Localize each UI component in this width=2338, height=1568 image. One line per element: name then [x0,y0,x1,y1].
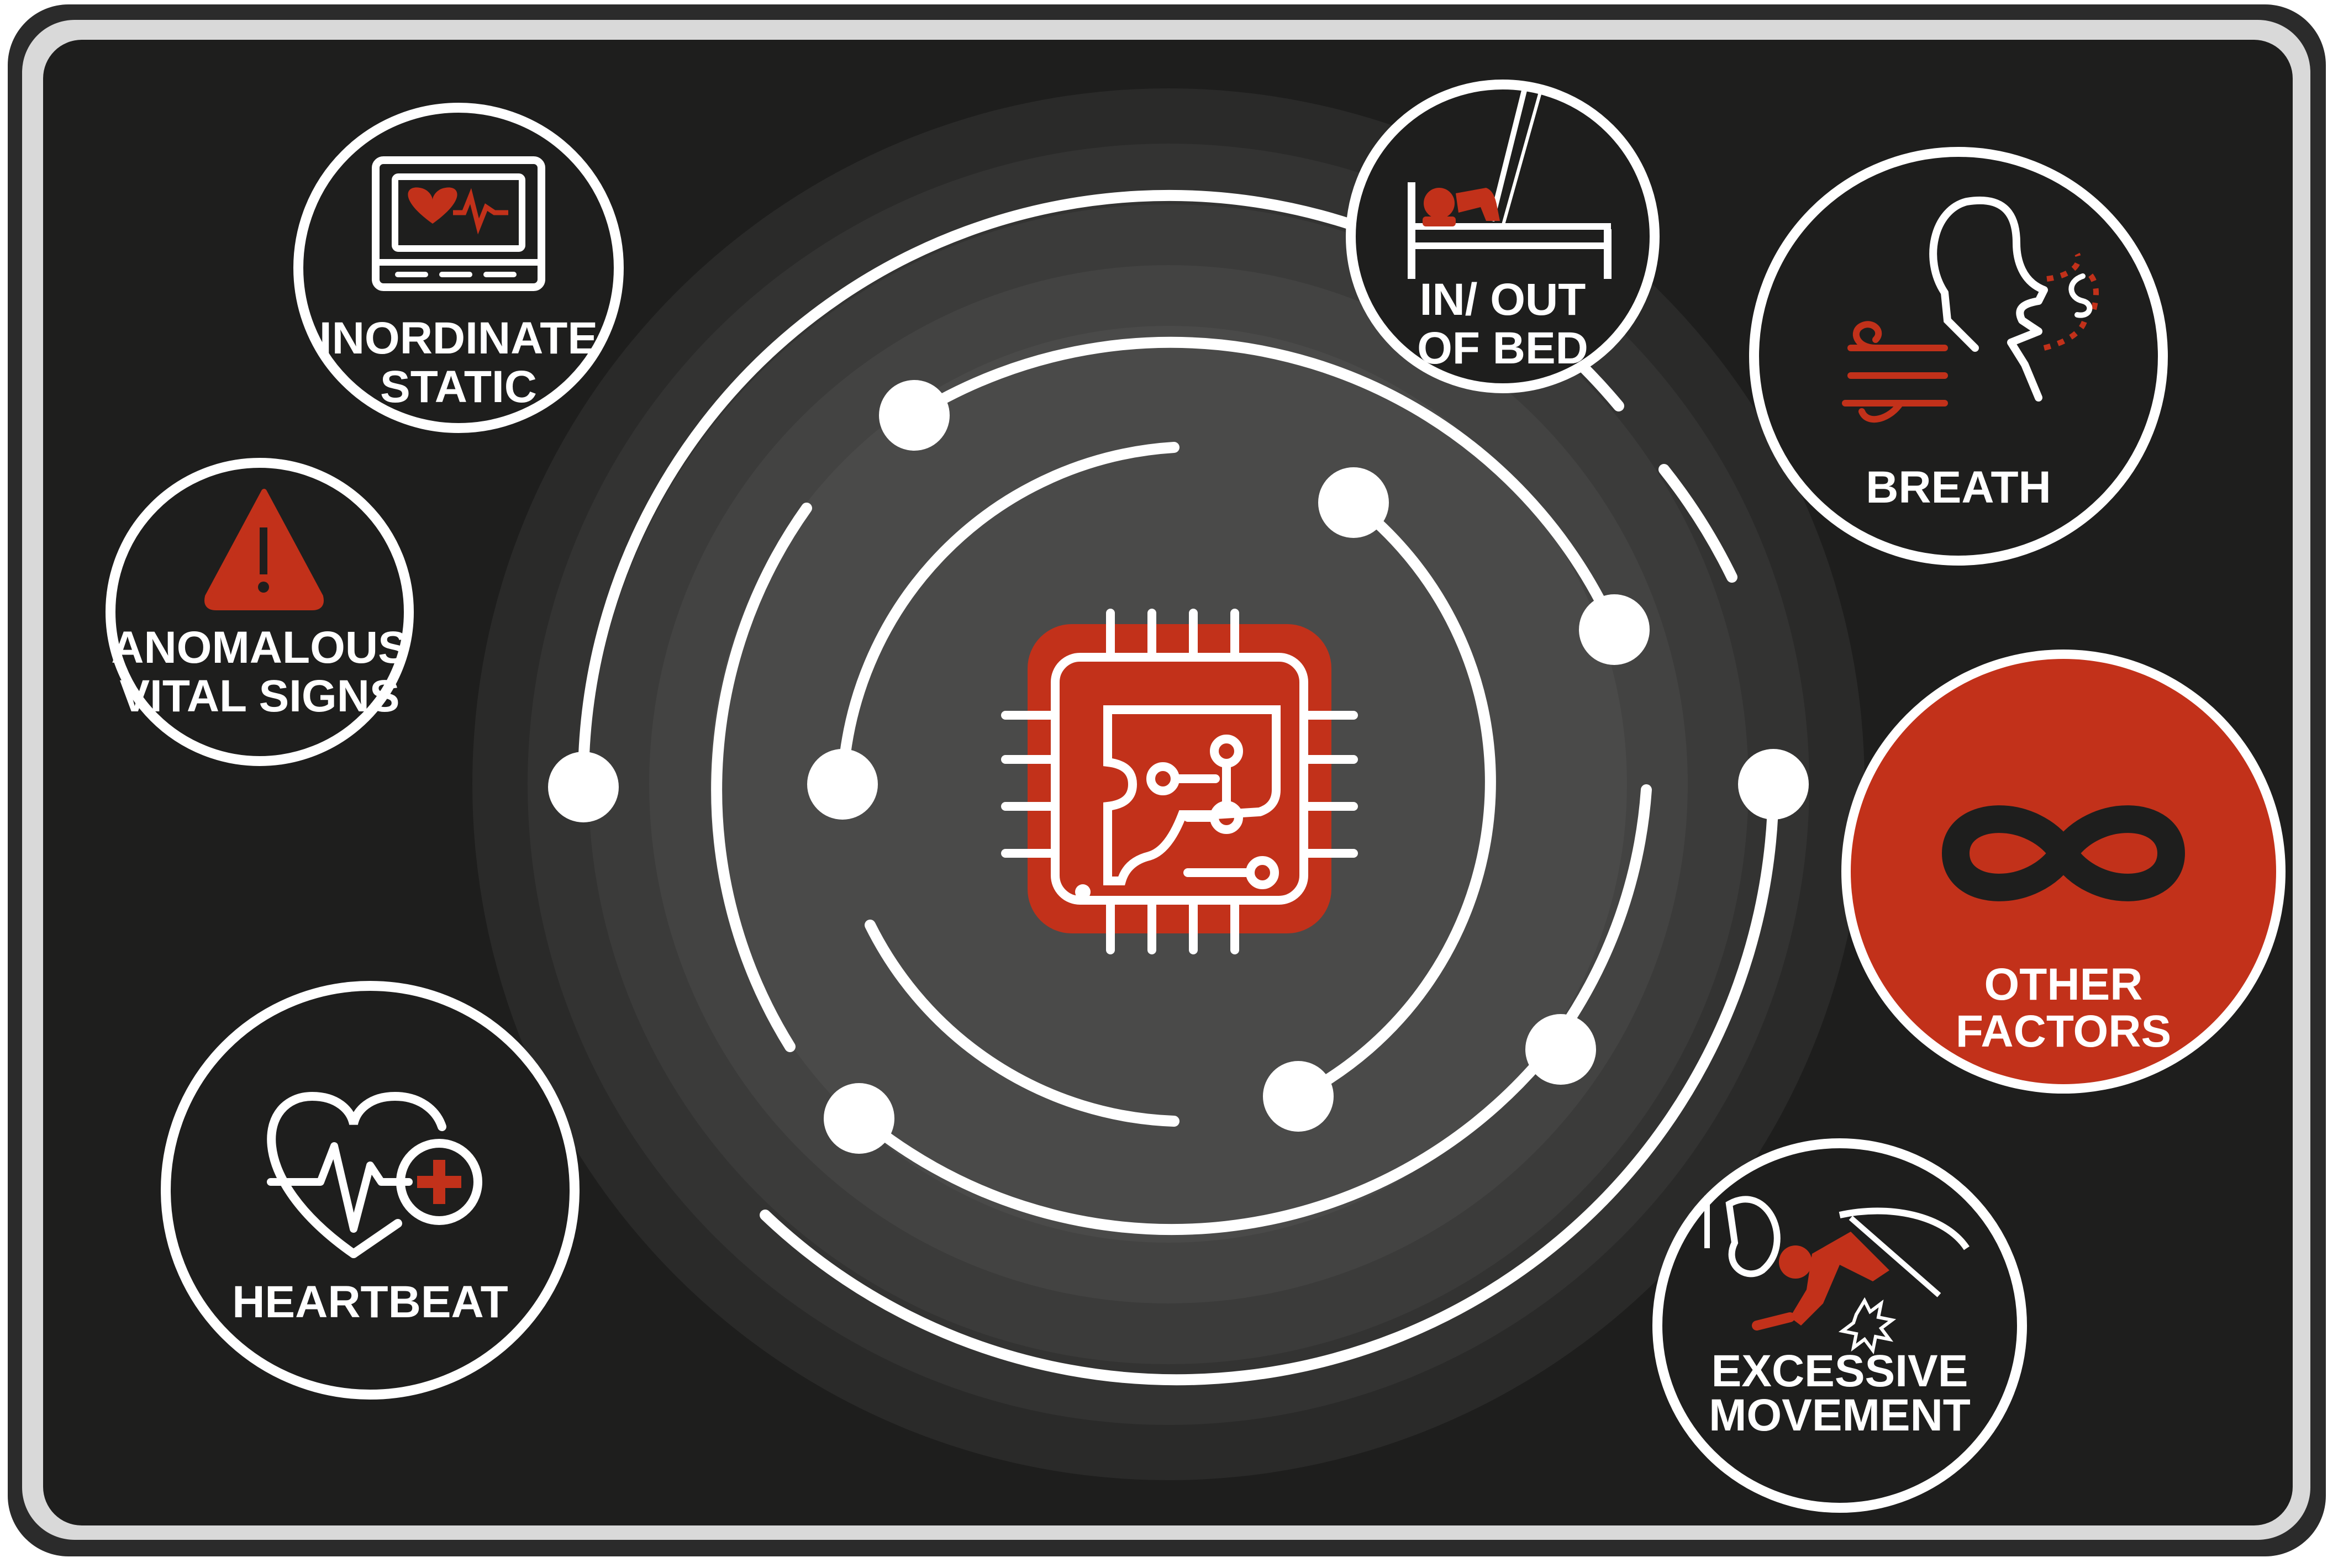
label-line: BREATH [1866,462,2051,513]
middle-ring-arc-top [909,336,1620,635]
inner-ring-arc-right [1298,497,1496,1099]
heart-plus-icon [267,1091,482,1258]
factor-heartbeat: HEARTBEAT [161,981,580,1400]
outer-ring-arc-right [1658,464,1737,583]
node [1263,1061,1334,1132]
falling-person-icon [1704,1196,1970,1355]
node [807,749,878,820]
node [548,752,619,822]
bed-icon [1408,87,1612,279]
label-line: VITAL SIGNS [119,671,399,721]
node [1738,749,1809,820]
factor-excessive-movement: EXCESSIVE MOVEMENT [1652,1138,2027,1513]
orbit-arcs [577,189,1779,1386]
orbit-nodes [548,380,1809,1154]
factor-inordinate-static: INORDINATE STATIC [293,103,624,433]
label-line: HEARTBEAT [232,1277,508,1327]
node [1579,594,1650,665]
label-line: STATIC [380,362,537,412]
middle-ring-arc-left [711,503,812,1052]
label-line: IN/ OUT [1420,274,1586,325]
node [1525,1014,1596,1085]
warning-icon [204,489,324,610]
chip-icon [1001,609,1358,954]
factor-in-out-of-bed: IN/ OUT OF BED [1346,80,1660,393]
label-line: FACTORS [1956,1006,2171,1057]
label-line: EXCESSIVE [1712,1346,1968,1396]
label-line: INORDINATE [319,313,598,363]
factor-other-factors: OTHER FACTORS [1841,650,2286,1094]
outer-ring-arc-bottom [760,784,1779,1386]
inner-ring-arc-top [837,442,1179,790]
label-line: ANOMALOUS [111,622,408,673]
monitor-icon [372,156,545,291]
node [824,1083,894,1154]
label-line: OTHER [1984,959,2143,1010]
factor-anomalous-vital-signs: ANOMALOUS VITAL SIGNS [106,458,414,766]
middle-ring-arc-right [1555,784,1652,1038]
breath-face-icon [1842,196,2099,423]
factor-breath: BREATH [1749,147,2168,566]
middle-ring-arc-bottom [854,1032,1565,1236]
node [1318,467,1389,538]
label-line: MOVEMENT [1709,1390,1971,1440]
label-line: OF BED [1417,323,1588,373]
node [879,380,950,451]
infinity-icon [1942,805,2185,901]
inner-ring-arc-bottom [865,920,1179,1127]
